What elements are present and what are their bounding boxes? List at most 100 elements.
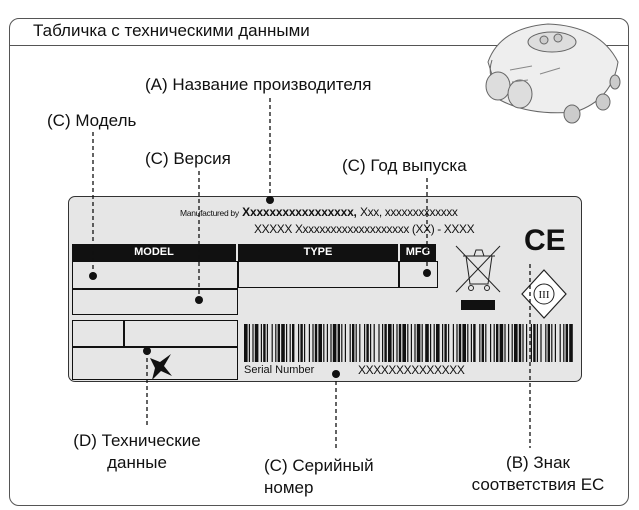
tech-data-star-icon: [150, 354, 172, 380]
barcode-bar: [271, 324, 273, 362]
callout-technical-data-line1: (D) Технические: [73, 431, 201, 450]
barcode-bar: [569, 324, 573, 362]
barcode-bar: [526, 324, 528, 362]
technical-data-box: [72, 320, 238, 380]
barcode-bar: [312, 324, 314, 362]
barcode-bar: [286, 324, 288, 362]
barcode-bar: [392, 324, 394, 362]
barcode-bar: [344, 324, 346, 362]
callout-ce-mark-line2: соответствия ЕС: [471, 475, 605, 494]
barcode-bar: [490, 324, 492, 362]
manufactured-by-label: Manufactured by: [180, 208, 239, 218]
barcode-bar: [511, 324, 513, 362]
callout-serial-number-line2: номер: [264, 478, 314, 497]
barcode-bar: [352, 324, 355, 362]
barcode-bar: [485, 324, 487, 362]
barcode-bar: [481, 324, 484, 362]
callout-version: (C) Версия: [145, 149, 231, 168]
barcode-bar: [364, 324, 366, 362]
barcode-bar: [388, 324, 392, 362]
manufacturer-name: Xxxxxxxxxxxxxxxxx,: [242, 205, 357, 219]
barcode-bar: [421, 324, 423, 362]
callout-serial-number-line1: (C) Серийный: [264, 456, 374, 475]
barcode-bar: [244, 324, 248, 362]
model-version-divider: [72, 288, 238, 290]
callout-year: (C) Год выпуска: [342, 156, 467, 175]
barcode-bar: [277, 324, 280, 362]
barcode-bar: [384, 324, 387, 362]
barcode-bar: [559, 324, 561, 362]
serial-number-value: XXXXXXXXXXXXXX: [358, 363, 465, 377]
barcode-bar: [458, 324, 462, 362]
barcode-bar: [448, 324, 450, 362]
barcode-bar: [407, 324, 409, 362]
barcode-bar: [248, 324, 250, 362]
class-iii-text: III: [539, 289, 550, 301]
callout-technical-data: (D) Технические данные: [47, 430, 227, 474]
model-header: MODEL: [72, 244, 236, 261]
ce-mark-text: CE: [524, 224, 566, 257]
barcode-bar: [366, 324, 369, 362]
barcode-bar: [341, 324, 343, 362]
barcode-bar: [554, 324, 556, 362]
weee-crossed-bin-icon: [455, 245, 501, 293]
barcode-bar: [563, 324, 565, 362]
barcode-bar: [545, 324, 547, 362]
barcode-bar: [436, 324, 440, 362]
barcode-bar: [304, 324, 306, 362]
leader-dots: [89, 196, 431, 378]
barcode-bar: [540, 324, 542, 362]
barcode-bar: [452, 324, 454, 362]
barcode-bar: [337, 324, 340, 362]
barcode-bar: [398, 324, 402, 362]
barcode-bar: [402, 324, 406, 362]
barcode-bar: [442, 324, 444, 362]
manufacturer-line: Manufactured by Xxxxxxxxxxxxxxxxx, Xxx, …: [180, 205, 458, 219]
barcode-bar: [373, 324, 375, 362]
barcode-bar: [414, 324, 416, 362]
barcode-bar: [547, 324, 550, 362]
barcode-bar: [252, 324, 254, 362]
serial-number-row: Serial Number: [244, 364, 314, 376]
barcode-bar: [326, 324, 328, 362]
barcode-bar: [289, 324, 291, 362]
figure-header: [9, 18, 629, 46]
callout-ce-mark: (B) Знак соответствия ЕС: [453, 452, 623, 496]
barcode-icon: [244, 324, 573, 362]
barcode-bar: [504, 324, 506, 362]
technical-data-split: [123, 320, 125, 346]
barcode-bar: [323, 324, 325, 362]
barcode-bar: [260, 324, 262, 362]
barcode-bar: [514, 324, 518, 362]
barcode-bar: [425, 324, 429, 362]
barcode-bar: [496, 324, 499, 362]
barcode-bar: [292, 324, 295, 362]
callout-serial-number: (C) Серийный номер: [264, 455, 374, 499]
barcode-bar: [332, 324, 337, 362]
figure-frame: [9, 18, 629, 506]
barcode-bar: [430, 324, 432, 362]
barcode-bar: [533, 324, 536, 362]
barcode-bar: [518, 324, 522, 362]
class-iii-icon: III: [521, 269, 567, 319]
leader-lines: [92, 98, 531, 450]
type-header: TYPE: [238, 244, 398, 261]
barcode-bar: [359, 324, 361, 362]
callout-model: (C) Модель: [47, 111, 137, 130]
barcode-bar: [479, 324, 481, 362]
barcode-bar: [266, 324, 268, 362]
barcode-bar: [444, 324, 447, 362]
barcode-bar: [522, 324, 524, 362]
barcode-bar: [378, 324, 380, 362]
barcode-bar: [298, 324, 300, 362]
barcode-bar: [433, 324, 435, 362]
barcode-bar: [281, 324, 285, 362]
barcode-bar: [370, 324, 372, 362]
serial-number-label: Serial Number: [244, 364, 315, 376]
barcode-bar: [551, 324, 553, 362]
barcode-bar: [499, 324, 504, 362]
weee-bar: [461, 300, 495, 310]
barcode-bar: [462, 324, 466, 362]
callout-manufacturer-name: (A) Название производителя: [145, 75, 372, 94]
